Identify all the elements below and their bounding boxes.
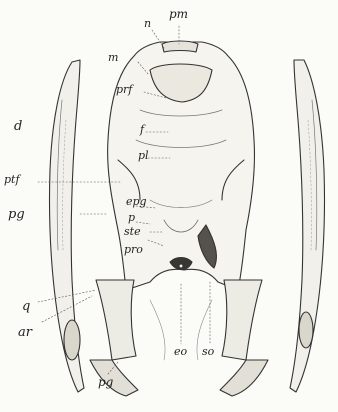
label-n: n — [144, 18, 151, 29]
label-p: p — [128, 212, 135, 223]
label-pro: pro — [124, 244, 143, 255]
label-f: f — [140, 124, 144, 135]
right-mandible — [290, 60, 325, 392]
label-pg-bottom: pg — [98, 376, 113, 388]
label-ste: ste — [124, 226, 141, 237]
label-ptf: ptf — [4, 174, 20, 185]
posterior-elements — [90, 280, 268, 396]
label-m: m — [108, 52, 118, 63]
label-pl: pl — [138, 150, 149, 161]
label-ar: ar — [18, 326, 32, 339]
label-q: q — [22, 300, 30, 313]
label-so: so — [202, 346, 214, 357]
label-epg: epg — [126, 196, 147, 207]
label-pm: pm — [169, 8, 188, 20]
label-d: d — [14, 120, 22, 133]
label-prf: prf — [116, 84, 132, 95]
label-eo: eo — [174, 346, 187, 357]
label-pg-left: pg — [8, 208, 25, 221]
left-mandible — [50, 60, 85, 392]
